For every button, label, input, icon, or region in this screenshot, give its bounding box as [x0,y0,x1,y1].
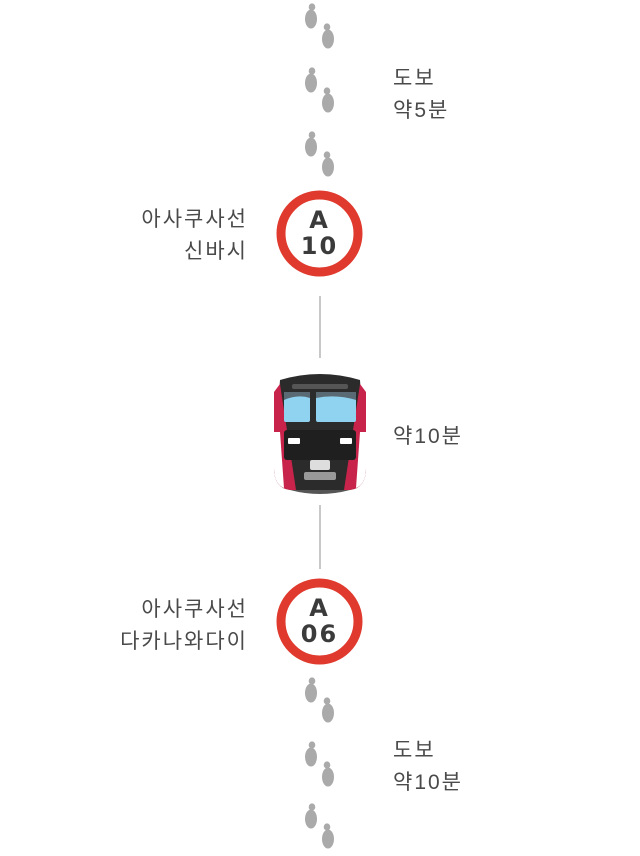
station-ring-icon [276,578,363,665]
station-name: 신바시 [184,240,248,263]
footprints-icon [305,131,334,177]
train-icon [274,374,366,494]
station-code-letter: A [309,206,330,234]
connector-line [319,296,321,358]
station-badge: A 06 [276,578,363,665]
station-code: A 06 [276,595,363,647]
train-time-text: 약10분 [393,425,463,448]
footprints-icon [305,803,334,849]
station-label: 아사쿠사선 다카나와다이 [120,594,248,658]
train-duration-label: 약10분 [393,421,463,453]
footprints-icon [305,741,334,787]
footprints-icon [305,67,334,113]
walk-duration-label: 도보 약5분 [393,63,449,127]
walk-mode-text: 도보 [393,739,436,762]
station-code-number: 10 [300,232,339,260]
walk-duration-label: 도보 약10분 [393,735,463,799]
station-code: A 10 [276,207,363,259]
walk-time-text: 약10분 [393,771,463,794]
station-code-number: 06 [300,620,339,648]
station-name: 다카나와다이 [120,630,248,653]
walk-mode-text: 도보 [393,67,436,90]
station-label: 아사쿠사선 신바시 [141,204,248,268]
footprints-icon [305,677,334,723]
station-ring-icon [276,190,363,277]
station-badge: A 10 [276,190,363,277]
connector-line [319,505,321,569]
walk-time-text: 약5분 [393,99,450,122]
station-line-name: 아사쿠사선 [141,208,248,231]
station-code-letter: A [309,594,330,622]
station-line-name: 아사쿠사선 [141,598,248,621]
footprints-icon [305,3,334,49]
